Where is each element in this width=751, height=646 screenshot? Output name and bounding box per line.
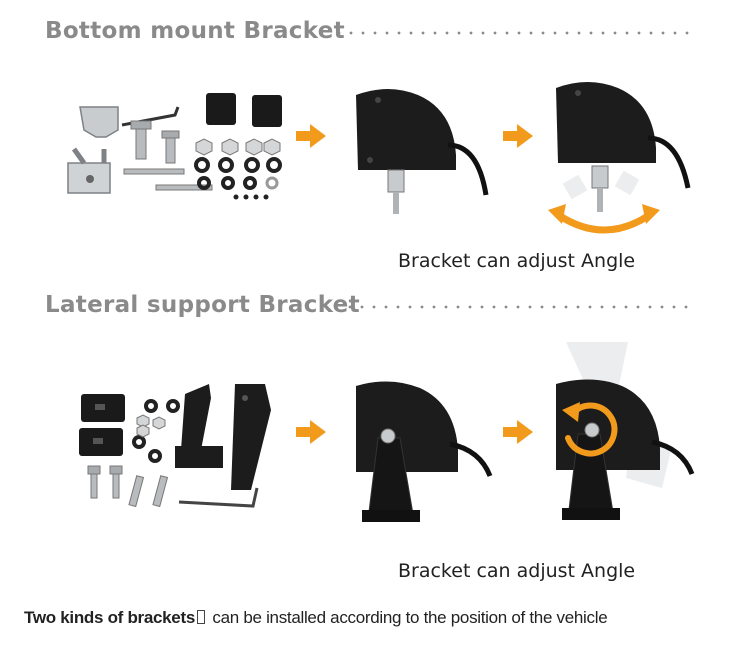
right-arrow-icon xyxy=(296,124,326,148)
right-arrow-icon xyxy=(296,420,326,444)
bottom-mount-parts-kit xyxy=(67,93,282,200)
lamp-bottom-mount xyxy=(356,89,489,214)
lateral-support-parts-kit xyxy=(79,384,271,508)
rotate-circle-icon xyxy=(562,402,618,457)
right-arrow-icon xyxy=(503,420,533,444)
lamp-lateral-support xyxy=(356,381,493,522)
missing-glyph-box xyxy=(196,610,205,624)
rotate-arc-icon xyxy=(548,204,660,234)
caption-lateral-support: Bracket can adjust Angle xyxy=(398,560,636,582)
heading-dotted-rule xyxy=(344,305,694,309)
lamp-lateral-support-adjusted xyxy=(556,342,695,520)
heading-dotted-rule xyxy=(333,31,693,35)
section-title-lateral-support: Lateral support Bracket xyxy=(45,292,360,318)
footer-rest-text: can be installed according to the positi… xyxy=(207,608,608,627)
footer-bold-text: Two kinds of brackets xyxy=(24,608,195,627)
caption-bottom-mount: Bracket can adjust Angle xyxy=(398,250,636,272)
footer-note: Two kinds of brackets can be installed a… xyxy=(24,608,608,628)
lamp-bottom-mount-adjusted xyxy=(556,82,691,212)
section-title-bottom-mount: Bottom mount Bracket xyxy=(45,18,345,44)
right-arrow-icon xyxy=(503,124,533,148)
